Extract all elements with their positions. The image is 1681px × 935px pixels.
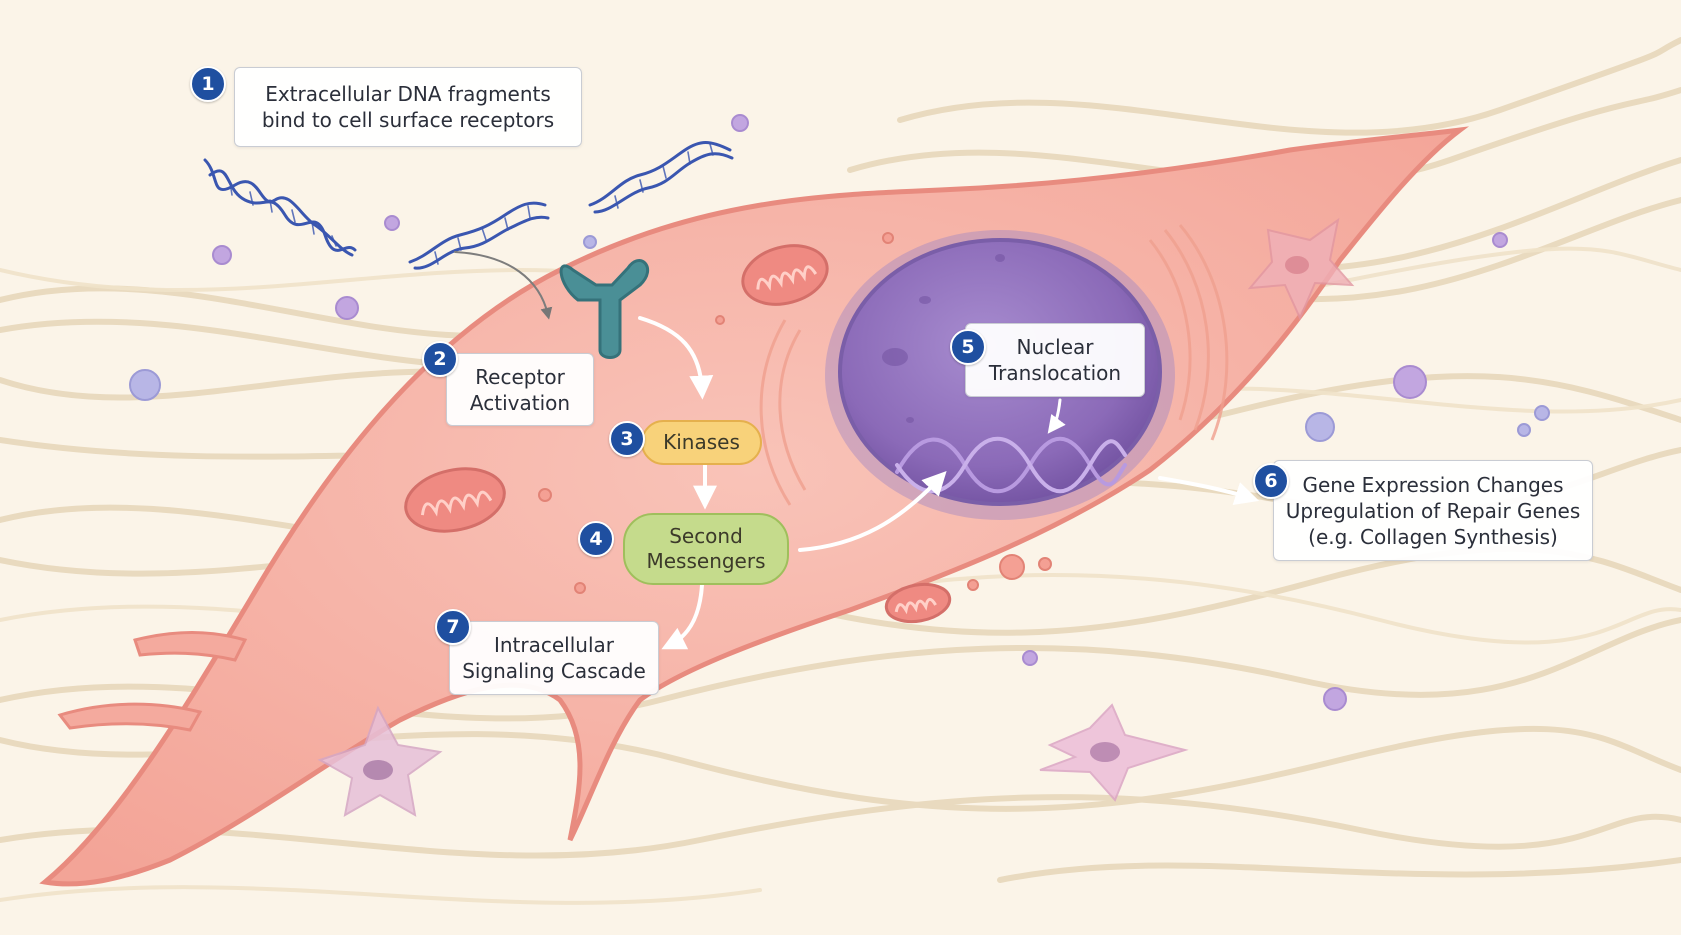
step-6-line-2: Upregulation of Repair Genes xyxy=(1285,498,1581,523)
step-6-line-3: (e.g. Collagen Synthesis) xyxy=(1308,524,1558,549)
mitochondrion-icon xyxy=(884,582,952,624)
step-3-badge: 3 xyxy=(609,421,645,457)
step-2-badge: 2 xyxy=(422,341,458,377)
step-7-label: Intracellular Signaling Cascade xyxy=(449,621,659,695)
step-4-line-2: Messengers xyxy=(646,549,766,573)
step-3-line-1: Kinases xyxy=(663,430,740,454)
step-4-badge: 4 xyxy=(578,521,614,557)
step-1-label: Extracellular DNA fragments bind to cell… xyxy=(234,67,582,147)
dna-helix-icon xyxy=(588,141,734,214)
step-1-line-2: bind to cell surface receptors xyxy=(261,108,555,132)
dna-helix-icon xyxy=(408,201,550,270)
extracellular-vesicles xyxy=(129,114,1550,711)
receptor-y-icon xyxy=(559,259,650,359)
step-7-line-1: Intracellular xyxy=(493,633,615,657)
step-7-badge: 7 xyxy=(435,609,471,645)
step-5-line-1: Nuclear xyxy=(1016,335,1094,359)
step-7-line-2: Signaling Cascade xyxy=(462,659,646,683)
step-4-line-1: Second xyxy=(669,524,743,548)
arrow-icon xyxy=(454,251,1260,650)
step-1-badge: 1 xyxy=(190,66,226,102)
step-2-line-1: Receptor xyxy=(475,364,565,389)
step-5-line-2: Translocation xyxy=(988,361,1122,385)
step-1-line-1: Extracellular DNA fragments xyxy=(265,82,551,106)
star-cell-icon xyxy=(317,705,443,817)
dna-helix-icon xyxy=(203,158,357,257)
step-6-line-1: Gene Expression Changes xyxy=(1302,472,1564,497)
step-6-label: Gene Expression Changes Upregulation of … xyxy=(1273,460,1593,561)
fibroblast-cell xyxy=(39,126,1470,887)
step-5-label: Nuclear Translocation xyxy=(965,323,1145,397)
star-cell-icon xyxy=(1247,217,1355,321)
mitochondrion-icon xyxy=(404,467,506,533)
step-6-badge: 6 xyxy=(1253,463,1289,499)
step-2-label: Receptor Activation xyxy=(446,353,594,426)
mitochondrion-icon xyxy=(741,244,829,306)
step-2-line-2: Activation xyxy=(469,390,571,415)
kinases-pill: Kinases xyxy=(641,420,762,465)
step-5-badge: 5 xyxy=(950,329,986,365)
star-cell-icon xyxy=(1039,703,1189,802)
second-messengers-pill: Second Messengers xyxy=(623,513,789,585)
